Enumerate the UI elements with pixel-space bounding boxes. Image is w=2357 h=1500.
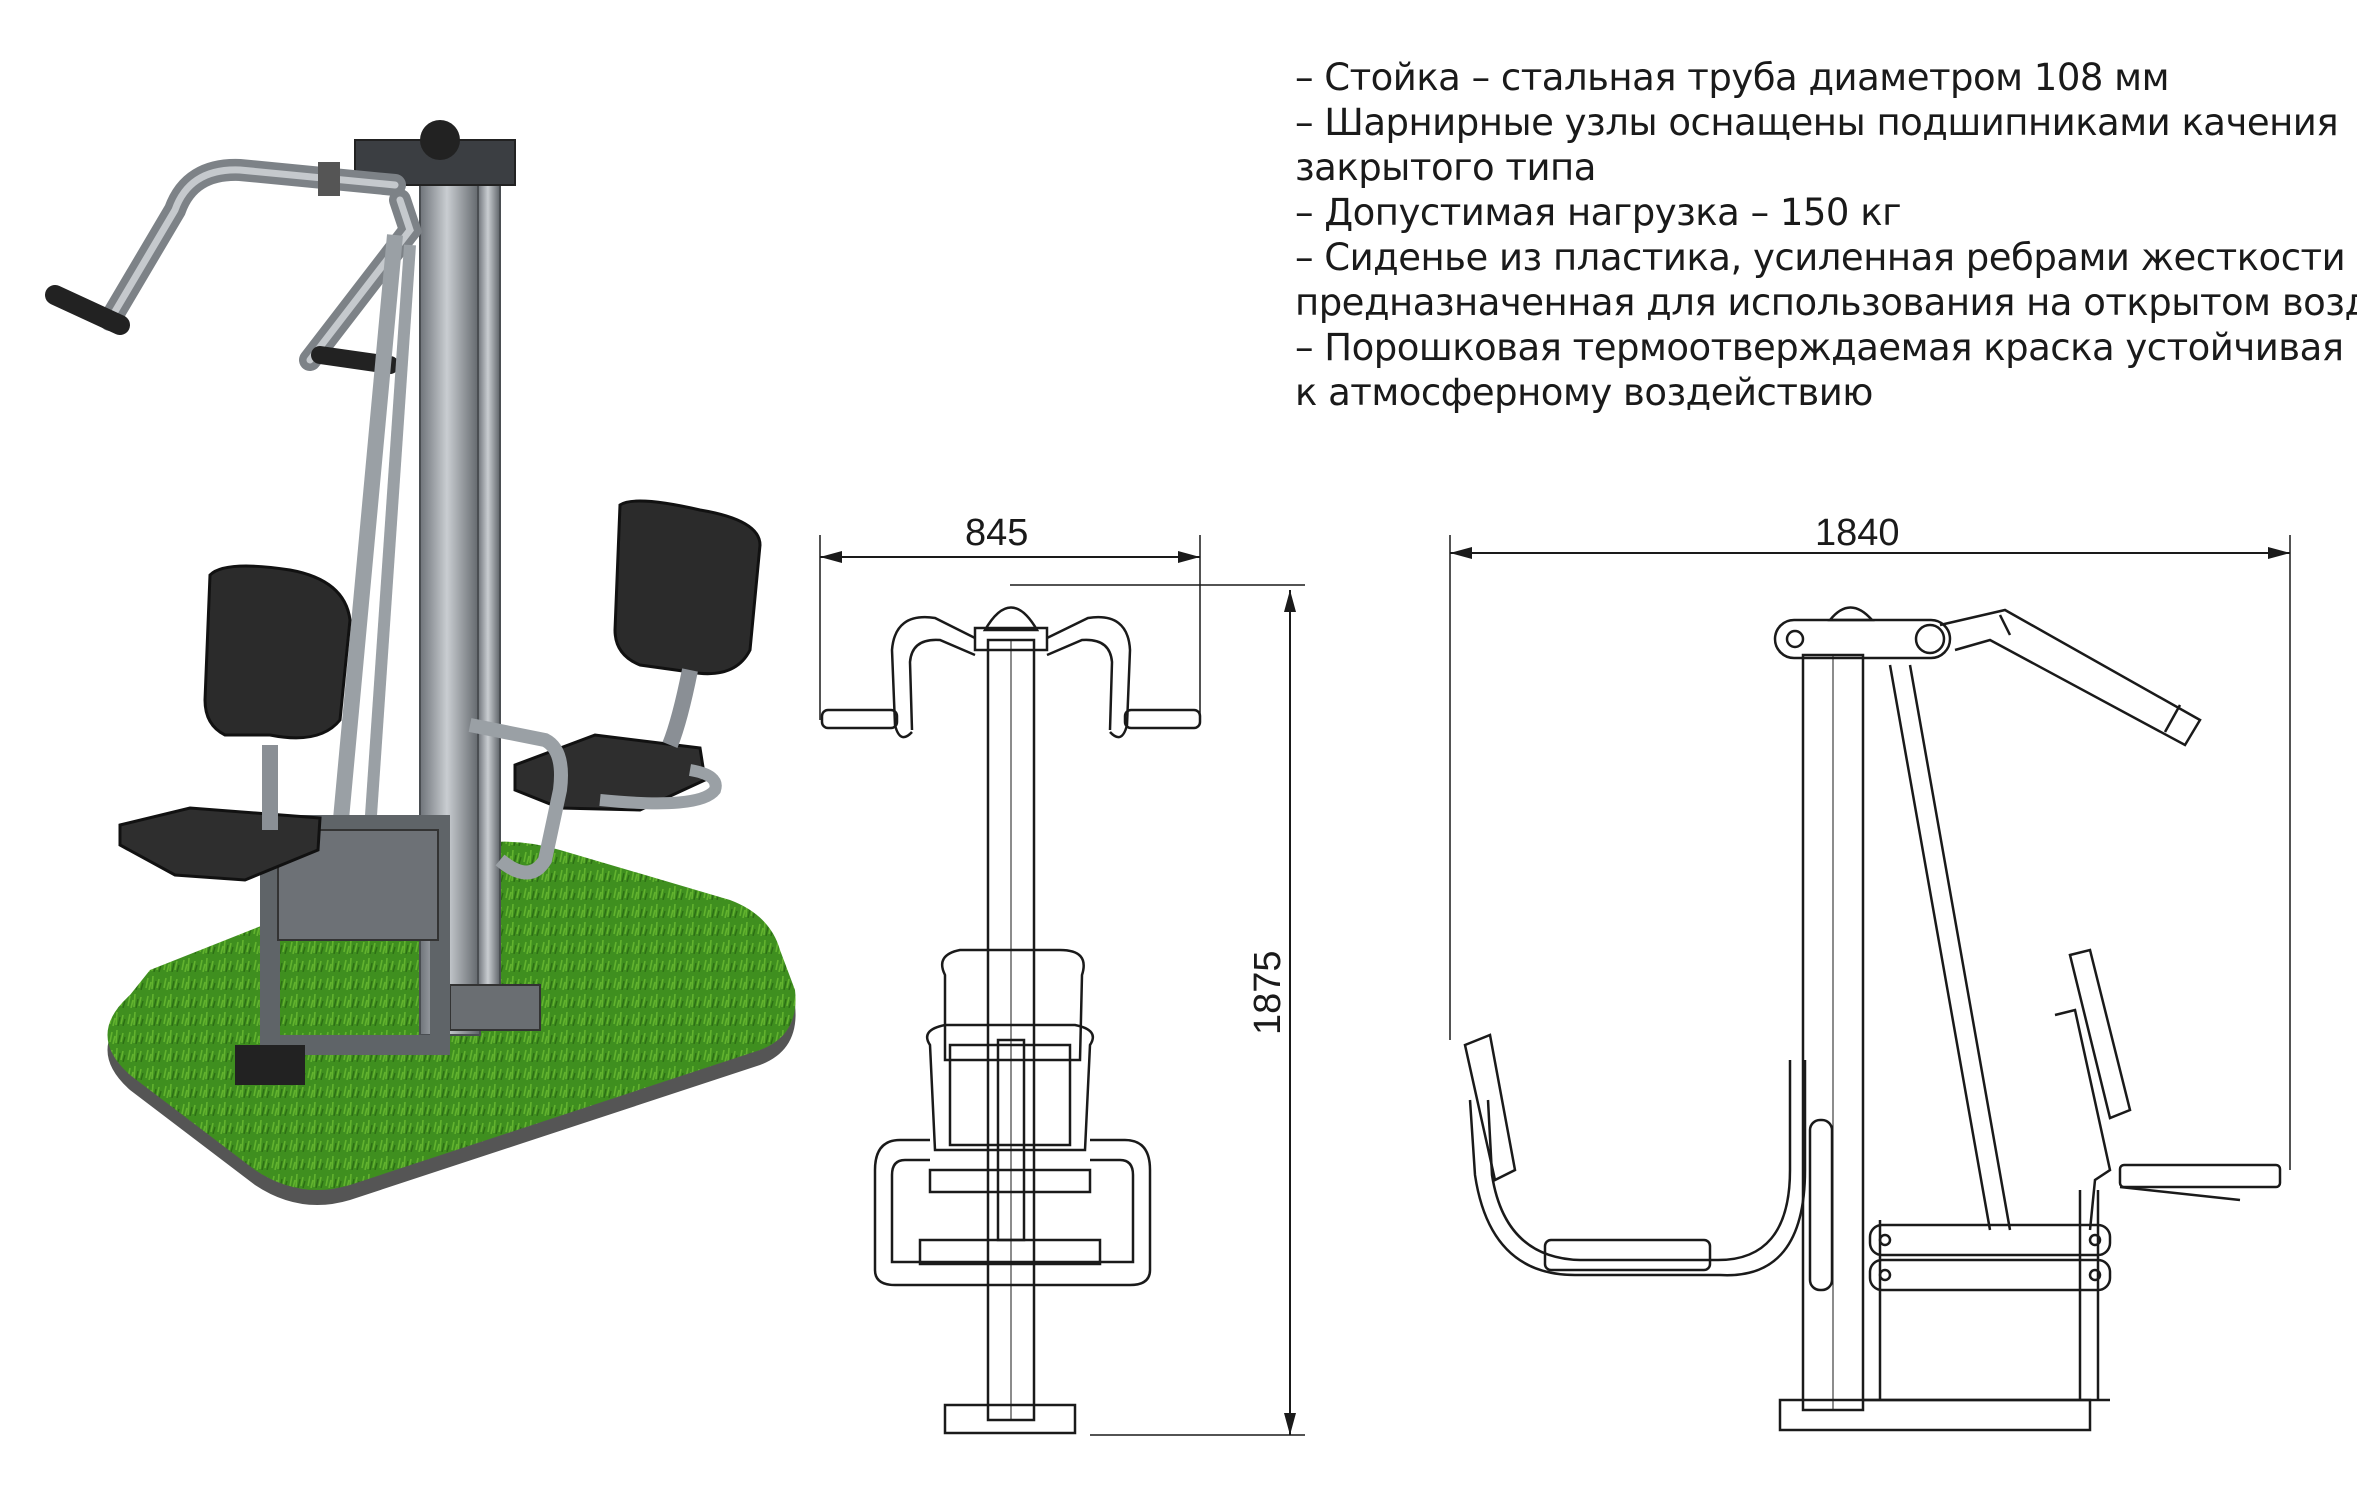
side-handle-arm [1939,608,2202,747]
spec-line: – Порошковая термоотверждаемая краска ус… [1295,326,2344,369]
spec-line: закрытого типа [1295,146,1596,189]
right-seat-loop [599,764,722,810]
spec-line: к атмосферному воздействию [1295,371,1873,414]
pull-rod [364,244,416,831]
top-dome [420,120,460,160]
pull-rod [332,234,403,831]
front-base [943,1403,1077,1435]
front-seat-frame [873,1138,1152,1287]
rear-post [477,159,501,1021]
front-right-grip [1123,708,1202,730]
spec-line: – Сиденье из пластика, усиленная ребрами… [1295,236,2357,279]
height-label: 1875 [1247,950,1289,1035]
right-seat-support [662,668,698,748]
frame-foot [235,1045,305,1085]
front-handle-bar [890,615,976,739]
front-width-label: 845 [965,512,1028,554]
arm-sleeve [318,162,340,196]
side-view-drawing [1449,535,2291,1432]
equipment-render [45,120,796,1205]
side-pull-rod [1888,664,2012,1231]
left-handle-arm [106,166,399,324]
left-backrest [203,564,352,740]
side-right-seat [2118,1163,2282,1189]
spec-line: – Стойка – стальная труба диаметром 108 … [1295,56,2170,99]
front-backrest [925,1023,1095,1152]
front-left-grip [820,708,899,730]
post-base-plate [449,984,541,1031]
right-handle-arm [306,196,414,364]
spec-list: – Стойка – стальная труба диаметром 108 … [1295,55,2357,415]
side-width-label: 1840 [1815,512,1900,554]
spec-line: – Допустимая нагрузка – 150 кг [1295,191,1902,234]
side-linkage [1868,1223,2112,1257]
side-left-seat-frame [1468,1060,1807,1277]
right-footrest-loop [468,718,568,880]
side-base [1778,1398,2092,1432]
side-top-pivot [1773,618,1952,660]
lower-frame [260,815,450,1055]
spec-line: – Шарнирные узлы оснащены подшипниками к… [1295,101,2339,144]
spec-line: предназначенная для использования на отк… [1295,281,2357,324]
right-backrest [613,499,762,676]
front-view-drawing [819,535,1305,1436]
side-right-backrest [2068,948,2132,1120]
side-left-backrest [1463,1033,1517,1182]
left-grip [45,285,130,335]
